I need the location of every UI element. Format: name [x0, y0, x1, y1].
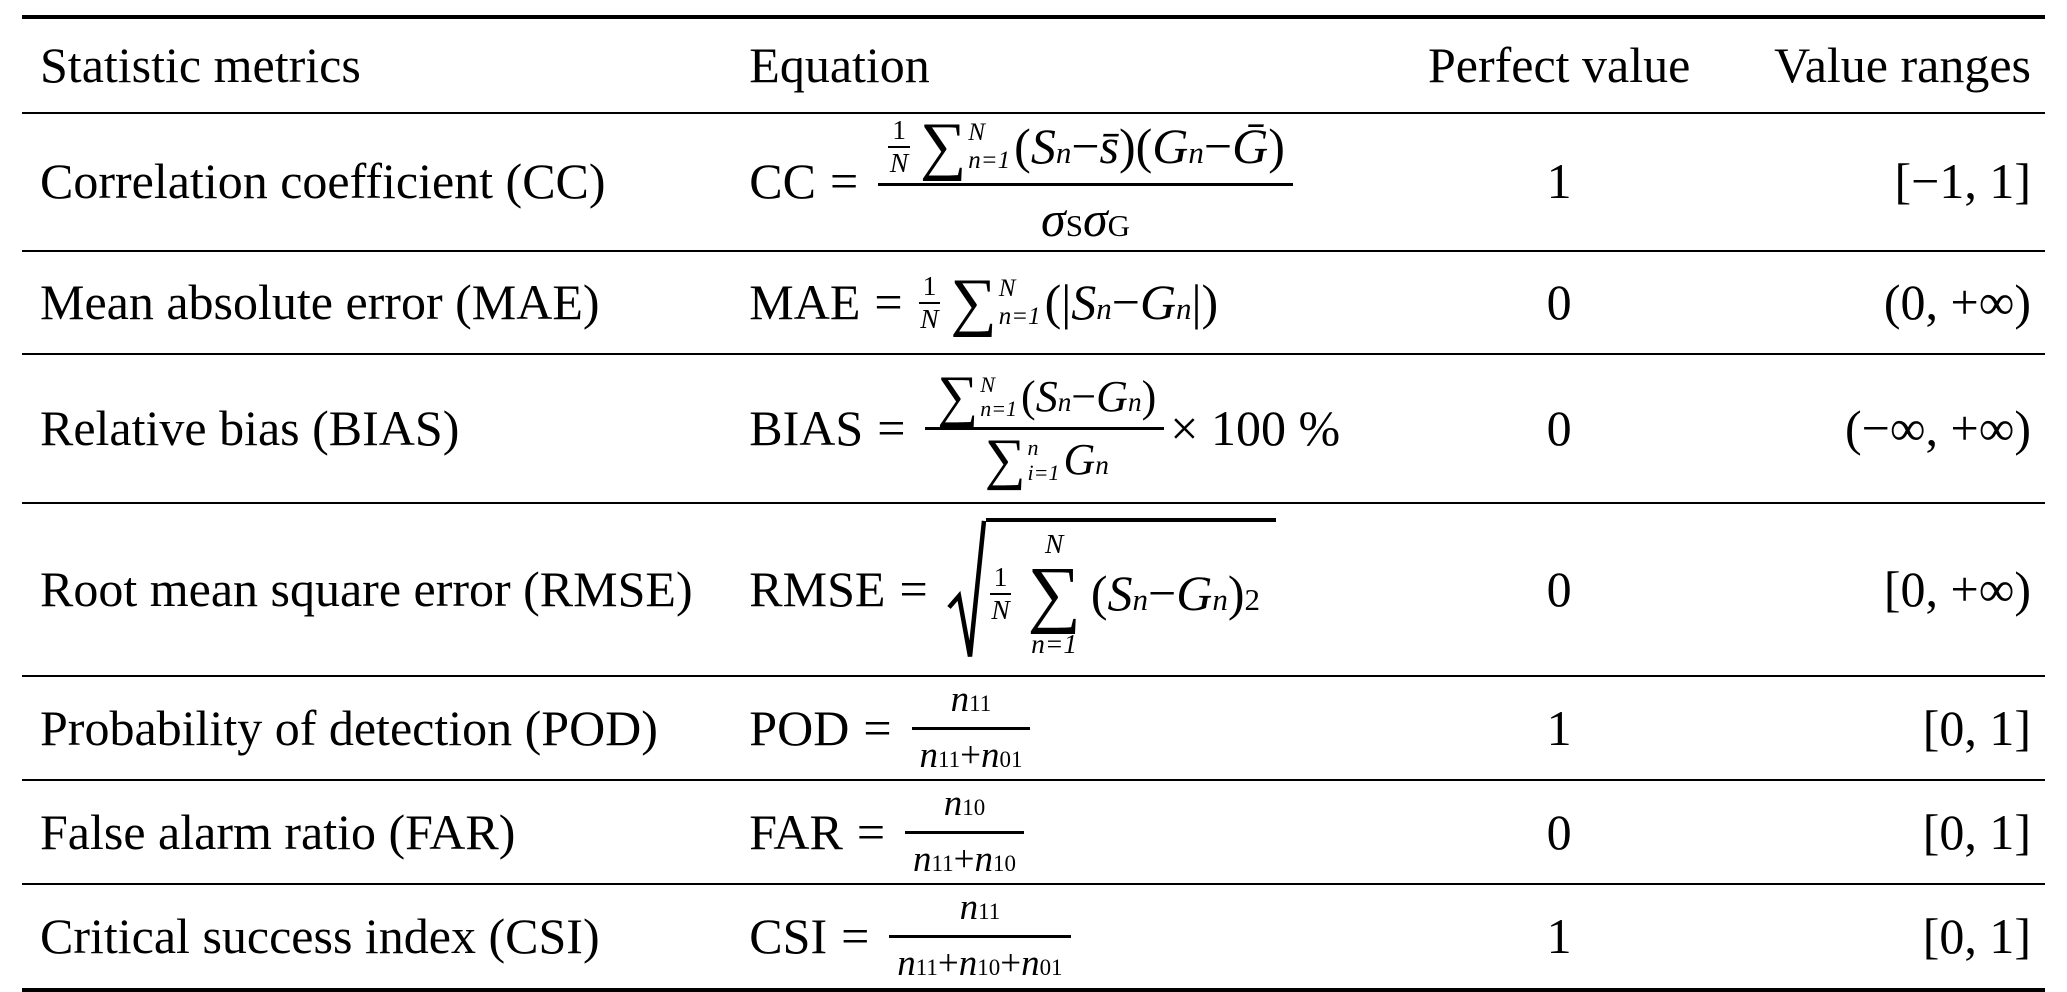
perfect-value: 0 — [1415, 354, 1704, 505]
summation-sign: N∑n=1 — [1027, 527, 1081, 660]
metric-name: Mean absolute error (MAE) — [22, 251, 746, 356]
perfect-value: 1 — [1415, 113, 1704, 253]
header-perfect-value: Perfect value — [1415, 17, 1704, 114]
value-range: [0, 1] — [1703, 676, 2045, 782]
table-header-row: Statistic metrics Equation Perfect value… — [22, 17, 2045, 114]
value-range: [−1, 1] — [1703, 113, 2045, 253]
header-statistic-metrics: Statistic metrics — [22, 17, 746, 114]
perfect-value: 0 — [1415, 251, 1704, 356]
perfect-value: 1 — [1415, 676, 1704, 782]
perfect-value: 0 — [1415, 503, 1704, 678]
value-range: (−∞, +∞) — [1703, 354, 2045, 505]
metric-name: Critical success index (CSI) — [40, 907, 600, 964]
value-range: [0, +∞) — [1703, 503, 2045, 678]
radical-sign — [946, 518, 986, 662]
value-range: (0, +∞) — [1703, 251, 2045, 356]
metric-name: False alarm ratio (FAR) — [22, 780, 746, 886]
metrics-table: Statistic metrics Equation Perfect value… — [22, 15, 2045, 992]
header-value-ranges: Value ranges — [1703, 17, 2045, 114]
metric-name: Root mean square error (RMSE) — [22, 503, 746, 678]
metric-name: Correlation coefficient (CC) — [22, 113, 746, 253]
metric-name: Probability of detection (POD) — [22, 676, 746, 782]
perfect-value: 0 — [1415, 780, 1704, 886]
perfect-value: 1 — [1546, 907, 1572, 964]
header-equation: Equation — [745, 17, 1416, 114]
metric-name: Relative bias (BIAS) — [22, 354, 746, 505]
value-range: [0, 1] — [1922, 907, 2031, 964]
value-range: [0, 1] — [1703, 780, 2045, 886]
